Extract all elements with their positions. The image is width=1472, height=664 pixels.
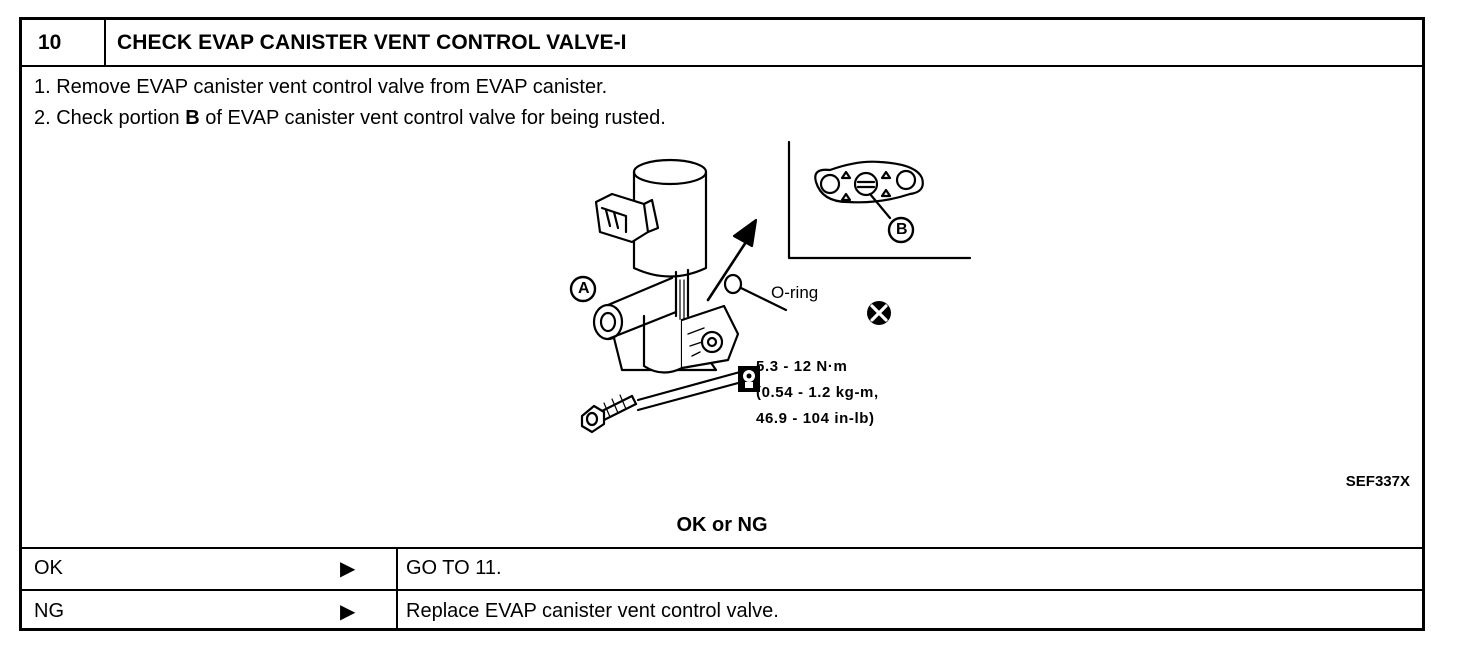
callout-a-label: A <box>578 280 590 297</box>
callout-a-marker <box>569 275 597 303</box>
instruction-2: 2. Check portion B of EVAP canister vent… <box>34 107 666 130</box>
results-divider <box>396 547 398 631</box>
torque-line-2: (0.54 - 1.2 kg-m, <box>756 384 879 401</box>
callout-b-label: B <box>896 221 908 238</box>
result-question: OK or NG <box>676 514 768 536</box>
torque-spec: 5.3 - 12 N·m (0.54 - 1.2 kg-m, 46.9 - 10… <box>756 354 879 432</box>
result-action-ng: Replace EVAP canister vent control valve… <box>406 600 779 622</box>
results-top-rule <box>22 547 1422 549</box>
figure-code: SEF337X <box>1345 473 1410 490</box>
instruction-1-text: 1. Remove EVAP canister vent control val… <box>34 76 608 98</box>
torque-line-3: 46.9 - 104 in-lb) <box>756 410 875 427</box>
valve-illustration <box>569 140 972 434</box>
instruction-2-suffix: of EVAP canister vent control valve for … <box>199 107 666 129</box>
arrow-right-icon: ▶ <box>340 601 356 623</box>
step-title: CHECK EVAP CANISTER VENT CONTROL VALVE-I <box>117 31 627 54</box>
torque-line-1: 5.3 - 12 N·m <box>756 358 848 375</box>
instruction-2-prefix: 2. Check portion <box>34 107 186 129</box>
step-number: 10 <box>38 31 62 54</box>
results-mid-rule <box>22 589 1422 591</box>
do-not-reuse-icon <box>867 301 891 325</box>
arrow-right-icon: ▶ <box>340 558 356 580</box>
o-ring-label: O-ring <box>771 283 819 302</box>
header-rule <box>22 65 1422 67</box>
torque-wrench-icon <box>738 366 760 392</box>
result-label-ng: NG <box>34 600 64 622</box>
result-action-ok: GO TO 11. <box>406 557 502 579</box>
instruction-2-bold: B <box>185 107 200 129</box>
instruction-1: 1. Remove EVAP canister vent control val… <box>34 76 607 99</box>
callout-b-marker <box>887 216 915 244</box>
result-label-ok: OK <box>34 557 63 579</box>
header-divider <box>104 20 106 65</box>
procedure-table: 10 CHECK EVAP CANISTER VENT CONTROL VALV… <box>19 17 1425 631</box>
